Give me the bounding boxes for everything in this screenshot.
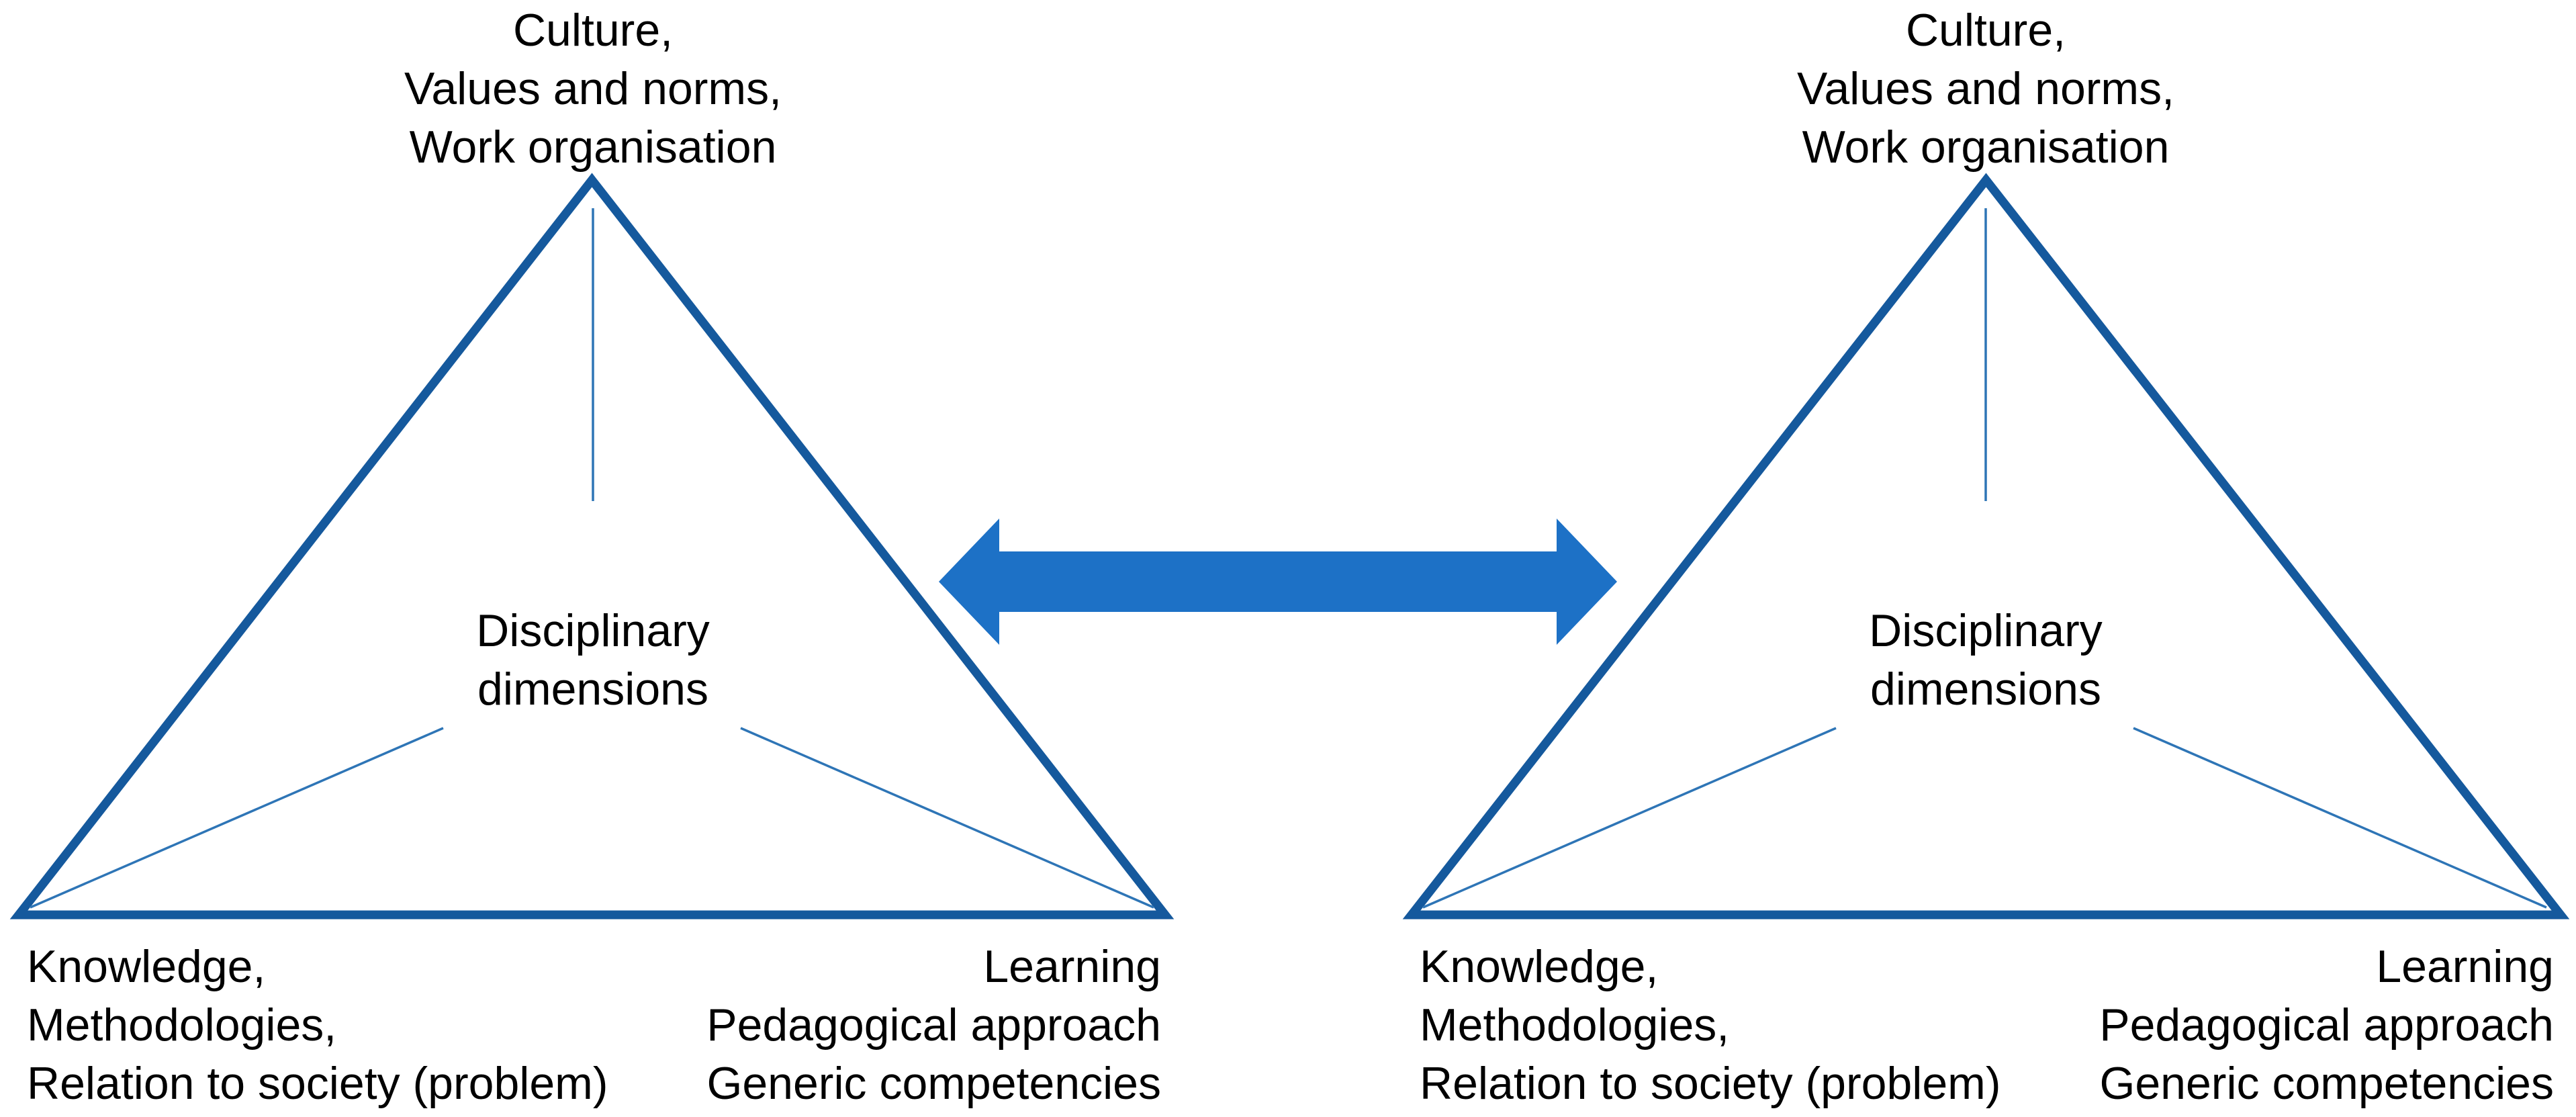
right-triangle-median-bottom-right bbox=[2133, 727, 2547, 909]
label-line: Pedagogical approach bbox=[2099, 999, 2554, 1051]
label-line: Disciplinary bbox=[1869, 605, 2103, 656]
left-triangle-median-bottom-left bbox=[30, 727, 444, 909]
label-line: Methodologies, bbox=[27, 999, 337, 1051]
right-triangle-top-label: Culture, Values and norms, Work organisa… bbox=[1684, 1, 2288, 177]
left-triangle-top-label: Culture, Values and norms, Work organisa… bbox=[291, 1, 895, 177]
label-line: Generic competencies bbox=[2099, 1058, 2554, 1109]
label-line: Knowledge, bbox=[27, 941, 266, 992]
label-line: Learning bbox=[983, 941, 1161, 992]
label-line: Relation to society (problem) bbox=[1420, 1058, 2001, 1109]
left-triangle-bottom-right-label: Learning Pedagogical approach Generic co… bbox=[557, 938, 1161, 1113]
right-triangle-bottom-left-label: Knowledge, Methodologies, Relation to so… bbox=[1420, 938, 2000, 1113]
right-triangle bbox=[1402, 173, 2570, 920]
label-line: Pedagogical approach bbox=[706, 999, 1161, 1051]
label-line: Relation to society (problem) bbox=[27, 1058, 608, 1109]
label-line: Work organisation bbox=[1802, 122, 2170, 173]
double-arrow-icon bbox=[939, 519, 1617, 645]
label-line: Knowledge, bbox=[1420, 941, 1659, 992]
label-line: Values and norms, bbox=[404, 63, 782, 114]
right-triangle-center-label: Disciplinary dimensions bbox=[1684, 602, 2288, 719]
right-triangle-bottom-right-label: Learning Pedagogical approach Generic co… bbox=[1949, 938, 2554, 1113]
label-line: Learning bbox=[2376, 941, 2554, 992]
label-line: Culture, bbox=[1905, 5, 2066, 56]
right-triangle-median-bottom-left bbox=[1422, 727, 1837, 909]
label-line: Culture, bbox=[512, 5, 674, 56]
label-line: Disciplinary bbox=[476, 605, 710, 656]
left-triangle-center-label: Disciplinary dimensions bbox=[291, 602, 895, 719]
label-line: Values and norms, bbox=[1797, 63, 2174, 114]
label-line: Methodologies, bbox=[1420, 999, 1730, 1051]
left-triangle bbox=[9, 173, 1175, 920]
left-triangle-bottom-left-label: Knowledge, Methodologies, Relation to so… bbox=[27, 938, 608, 1113]
label-line: dimensions bbox=[1870, 664, 2101, 715]
label-line: dimensions bbox=[477, 664, 708, 715]
label-line: Generic competencies bbox=[706, 1058, 1161, 1109]
label-line: Work organisation bbox=[409, 122, 777, 173]
left-triangle-median-bottom-right bbox=[740, 727, 1154, 909]
